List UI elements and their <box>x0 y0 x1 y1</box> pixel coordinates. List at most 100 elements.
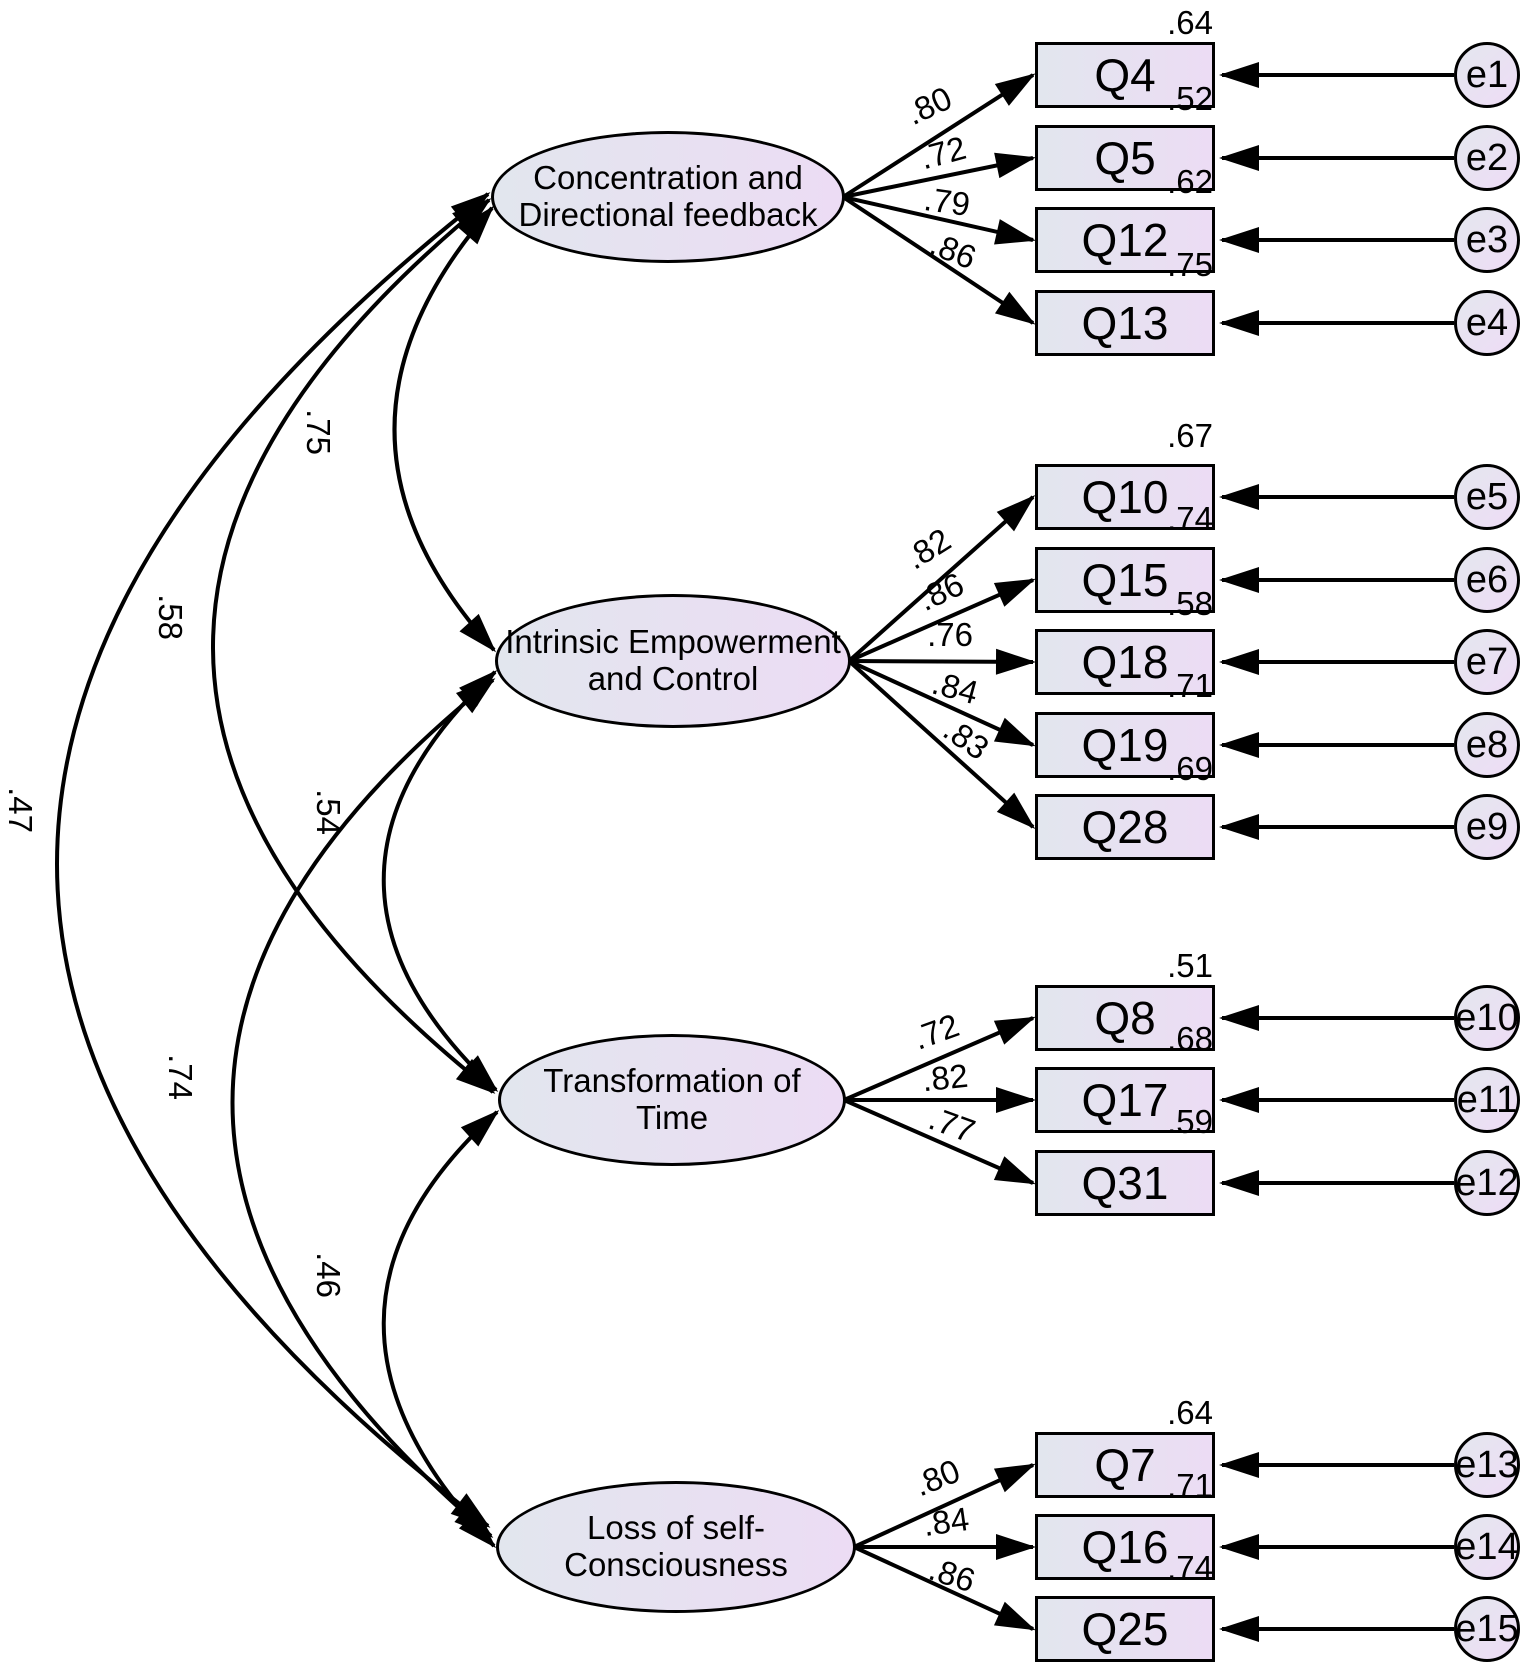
loading-arrow-q10 <box>847 495 1036 663</box>
indicator-label: Q16 <box>1081 1521 1169 1573</box>
indicator-box-q7: Q7 <box>1035 1432 1215 1498</box>
indicator-box-q5: Q5 <box>1035 125 1215 191</box>
smc-label-q10: .67 <box>1167 417 1213 454</box>
indicator-box-q19: Q19 <box>1035 712 1215 778</box>
error-circle-e14: e14 <box>1454 1514 1520 1580</box>
latent-factor-label: Intrinsic Empowerment and Control <box>505 623 841 697</box>
indicator-label: Q15 <box>1081 554 1169 606</box>
error-label: e4 <box>1465 301 1509 344</box>
latent-factor-intrinsic-empowerment: Intrinsic Empowerment and Control <box>495 594 851 728</box>
correlation-arrow-f2-f4 <box>230 678 496 1538</box>
indicator-box-q28: Q28 <box>1035 794 1215 860</box>
error-circle-e11: e11 <box>1454 1067 1520 1133</box>
error-label: e12 <box>1455 1161 1519 1204</box>
correlation-arrow-f3-f4 <box>381 1109 500 1549</box>
error-circle-e13: e13 <box>1454 1432 1520 1498</box>
indicator-label: Q10 <box>1081 471 1169 523</box>
indicator-label: Q28 <box>1081 801 1169 853</box>
indicator-label: Q12 <box>1081 214 1169 266</box>
error-label: e6 <box>1465 558 1509 601</box>
loading-label-q18: .76 <box>927 616 973 653</box>
correlation-arrow-f1-f3 <box>211 198 496 1094</box>
smc-label-q13: .75 <box>1167 246 1213 283</box>
error-circle-e3: e3 <box>1454 207 1520 273</box>
latent-factor-label: Loss of self- Consciousness <box>564 1509 788 1583</box>
indicator-label: Q18 <box>1081 636 1169 688</box>
smc-label-q16: .71 <box>1167 1467 1213 1504</box>
error-label: e5 <box>1465 475 1509 518</box>
loading-arrow-q25 <box>853 1545 1036 1631</box>
error-circle-e2: e2 <box>1454 125 1520 191</box>
loading-label-q17: .82 <box>920 1056 970 1099</box>
latent-factor-label: Transformation of Time <box>543 1062 801 1136</box>
indicator-label: Q5 <box>1094 132 1156 184</box>
error-circle-e15: e15 <box>1454 1596 1520 1662</box>
error-circle-e5: e5 <box>1454 464 1520 530</box>
error-label: e13 <box>1455 1443 1519 1486</box>
indicator-box-q16: Q16 <box>1035 1514 1215 1580</box>
error-circle-e12: e12 <box>1454 1150 1520 1216</box>
error-circle-e1: e1 <box>1454 42 1520 108</box>
error-circle-e9: e9 <box>1454 794 1520 860</box>
indicator-box-q25: Q25 <box>1035 1596 1215 1662</box>
correlation-label-f2-f4: .74 <box>162 1054 199 1100</box>
error-label: e15 <box>1455 1607 1519 1650</box>
indicator-label: Q17 <box>1081 1074 1169 1126</box>
correlation-arrow-f2-f3 <box>381 669 499 1093</box>
error-label: e11 <box>1456 1078 1518 1121</box>
indicator-box-q12: Q12 <box>1035 207 1215 273</box>
correlation-label-f1-f3: .58 <box>152 594 189 640</box>
indicator-box-q10: Q10 <box>1035 464 1215 530</box>
error-label: e1 <box>1465 53 1509 96</box>
error-circle-e4: e4 <box>1454 290 1520 356</box>
loading-arrow-q4 <box>841 73 1036 199</box>
error-label: e2 <box>1465 136 1509 179</box>
error-circle-e6: e6 <box>1454 547 1520 613</box>
smc-label-q15: .74 <box>1167 500 1213 537</box>
error-circle-e8: e8 <box>1454 712 1520 778</box>
correlation-label-f3-f4: .46 <box>310 1252 347 1298</box>
correlation-label-f2-f3: .54 <box>310 789 347 835</box>
error-circle-e7: e7 <box>1454 629 1520 695</box>
latent-factor-concentration: Concentration and Directional feedback <box>491 131 845 263</box>
smc-label-q12: .62 <box>1167 163 1213 200</box>
smc-label-q31: .59 <box>1167 1103 1213 1140</box>
correlation-arrow-f1-f2 <box>392 205 497 653</box>
indicator-box-q13: Q13 <box>1035 290 1215 356</box>
error-label: e3 <box>1465 218 1509 261</box>
indicator-box-q8: Q8 <box>1035 985 1215 1051</box>
indicator-box-q31: Q31 <box>1035 1150 1215 1216</box>
smc-label-q28: .69 <box>1167 750 1213 787</box>
indicator-label: Q4 <box>1094 49 1156 101</box>
latent-factor-loss-of-self-consciousness: Loss of self- Consciousness <box>496 1481 856 1613</box>
indicator-label: Q19 <box>1081 719 1169 771</box>
loading-label-q12: .79 <box>921 179 973 224</box>
loading-arrow-q28 <box>847 659 1036 830</box>
correlation-label-f1-f2: .75 <box>300 409 337 455</box>
smc-label-q4: .64 <box>1167 4 1213 41</box>
latent-factor-label: Concentration and Directional feedback <box>518 159 818 233</box>
error-label: e10 <box>1455 996 1519 1039</box>
correlation-arrow-f1-f4 <box>55 192 491 1528</box>
loading-arrow-q13 <box>841 195 1036 325</box>
loading-label-q16: .84 <box>920 1499 972 1544</box>
correlation-label-f1-f4: .47 <box>2 787 39 833</box>
indicator-label: Q25 <box>1081 1603 1169 1655</box>
loading-arrow-q31 <box>843 1098 1036 1185</box>
smc-label-q18: .58 <box>1167 585 1213 622</box>
indicator-box-q4: Q4 <box>1035 42 1215 108</box>
latent-factor-transformation-of-time: Transformation of Time <box>498 1034 846 1166</box>
indicator-label: Q31 <box>1081 1157 1169 1209</box>
error-label: e8 <box>1465 723 1509 766</box>
smc-label-q5: .52 <box>1167 80 1213 117</box>
loading-arrow-q8 <box>843 1016 1036 1102</box>
error-label: e7 <box>1465 640 1509 683</box>
loading-arrow-q15 <box>848 578 1036 663</box>
indicator-box-q17: Q17 <box>1035 1067 1215 1133</box>
loading-arrow-q18 <box>848 648 1036 675</box>
loading-arrow-q5 <box>842 152 1036 199</box>
smc-label-q7: .64 <box>1167 1394 1213 1431</box>
loading-arrow-q19 <box>848 659 1036 747</box>
